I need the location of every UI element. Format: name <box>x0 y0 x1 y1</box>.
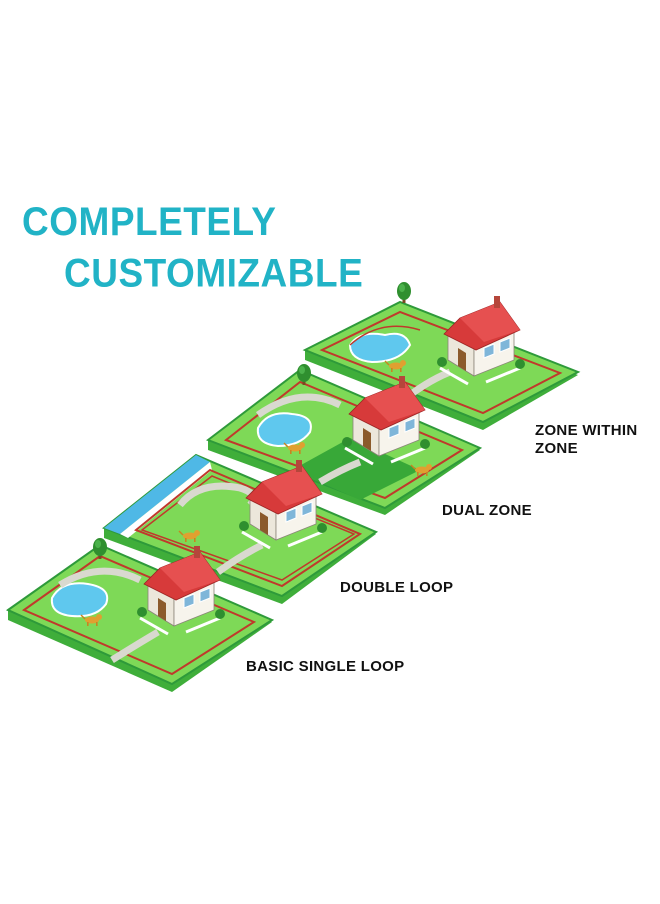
label-double-loop-line-1: DOUBLE LOOP <box>340 579 454 596</box>
label-basic-single-loop: BASIC SINGLE LOOP <box>246 658 404 676</box>
label-zone-within-zone: ZONE WITHIN ZONE <box>535 422 637 458</box>
headline-line-2: CUSTOMIZABLE <box>64 251 364 296</box>
tile-dual-zone <box>205 364 483 515</box>
tile-double-loop <box>102 453 379 604</box>
headline-line-1: COMPLETELY <box>22 199 277 244</box>
label-dual-zone: DUAL ZONE <box>442 502 532 520</box>
label-zone-within-zone-line-2: ZONE <box>535 440 578 457</box>
tile-basic-single-loop <box>5 538 275 692</box>
label-double-loop: DOUBLE LOOP <box>340 579 453 597</box>
tile-zone-within-zone <box>302 282 581 430</box>
label-dual-zone-line-1: DUAL ZONE <box>442 502 532 519</box>
headline: COMPLETELY CUSTOMIZABLE <box>22 196 363 300</box>
label-zone-within-zone-line-1: ZONE WITHIN <box>535 422 638 439</box>
label-basic-single-loop-line-1: BASIC SINGLE LOOP <box>246 658 405 675</box>
